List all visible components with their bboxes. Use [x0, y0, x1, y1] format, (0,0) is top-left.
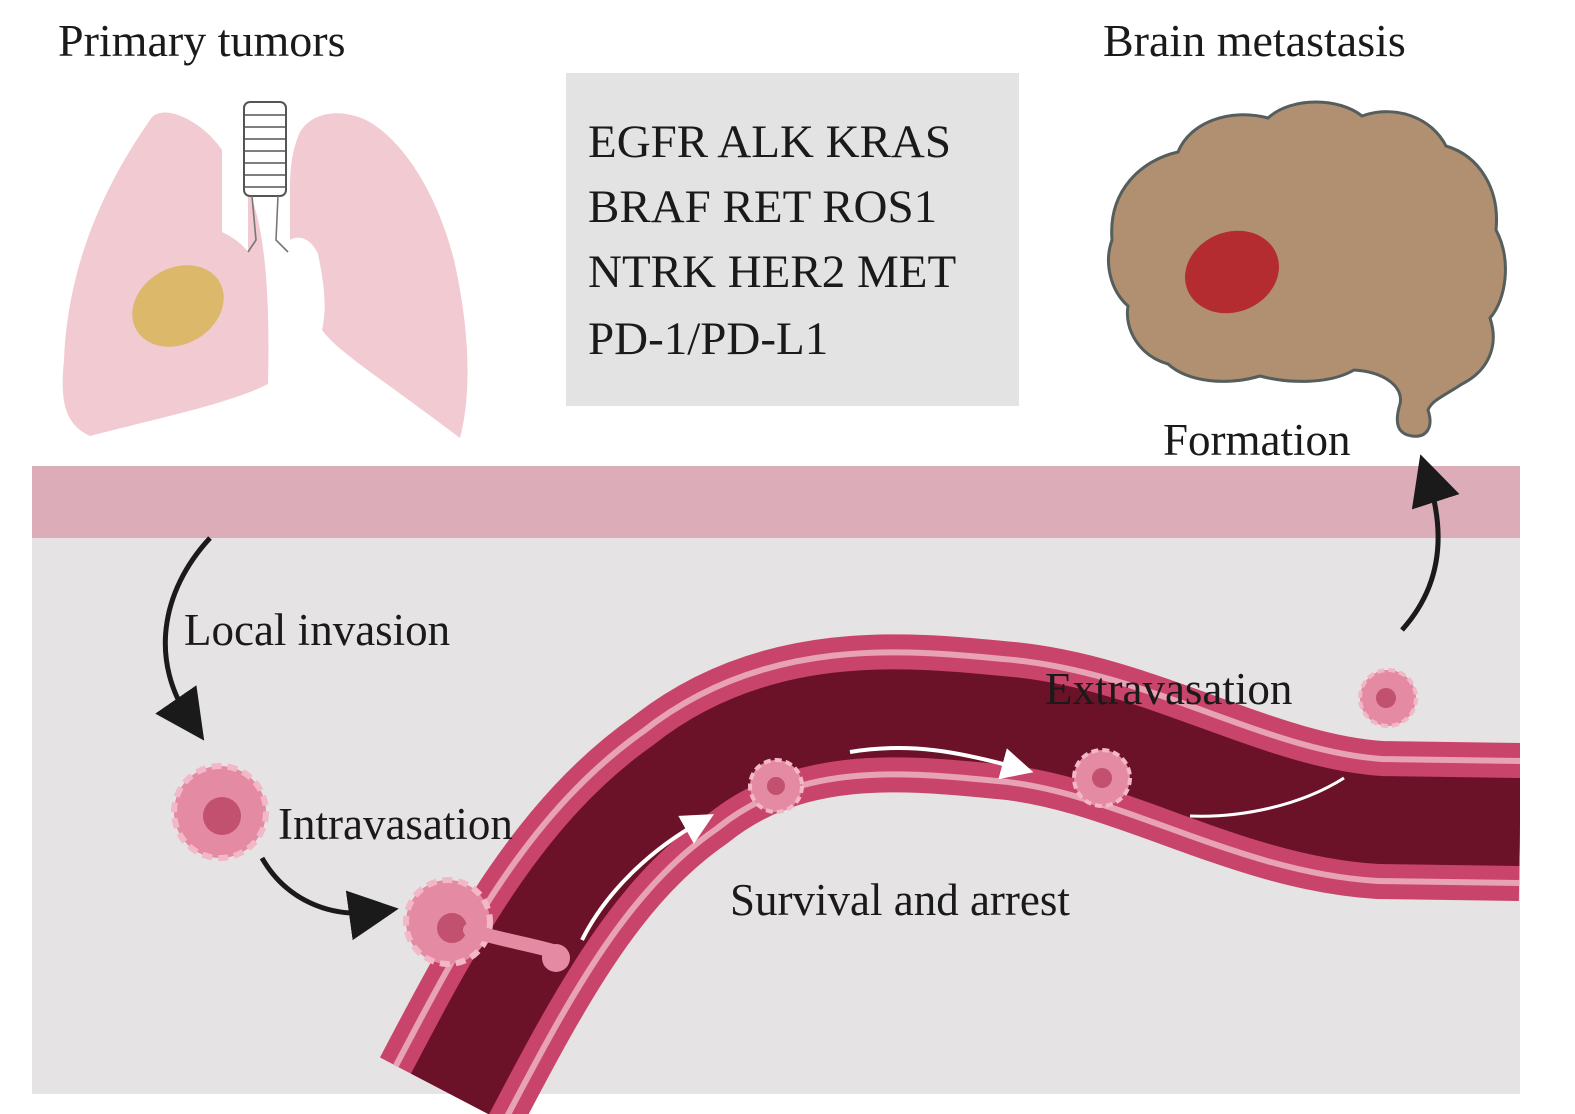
tumor-cell-entering-vessel	[403, 877, 570, 972]
bronchi	[247, 195, 289, 253]
gene-marker-box: EGFR ALK KRAS BRAF RET ROS1 NTRK HER2 ME…	[566, 73, 1019, 406]
gene-line: BRAF RET ROS1	[588, 181, 938, 233]
primary-tumors-title: Primary tumors	[58, 15, 346, 66]
gene-line: NTRK HER2 MET	[588, 246, 957, 298]
tumor-cell-circulating-1	[748, 758, 804, 814]
formation-arrow	[1400, 454, 1460, 632]
gene-line: PD-1/PD-L1	[588, 313, 829, 365]
brain-metastasis-title: Brain metastasis	[1103, 15, 1406, 66]
lungs-illustration	[62, 101, 468, 438]
local-invasion-label: Local invasion	[184, 605, 451, 655]
local-invasion-arrow	[155, 536, 212, 741]
intravasation-arrow	[259, 856, 399, 941]
blood-vessel	[379, 634, 1575, 1114]
vessel-crop	[1520, 700, 1575, 960]
brain-outline	[1107, 100, 1507, 438]
flow-arrow-3	[1189, 776, 1345, 818]
extravasation-label: Extravasation	[1045, 664, 1293, 714]
tumor-cell-intravasation	[171, 763, 269, 861]
membrane-band	[32, 466, 1520, 538]
right-lung	[290, 113, 468, 438]
brain-illustration	[1107, 100, 1507, 438]
brain-tumor	[1185, 230, 1279, 314]
survival-and-arrest-label: Survival and arrest	[730, 875, 1070, 925]
formation-label: Formation	[1163, 415, 1351, 465]
flow-arrow-1	[580, 814, 714, 941]
intravasation-label: Intravasation	[278, 799, 513, 849]
trachea	[243, 101, 287, 197]
tumor-cell-extravasated	[1358, 668, 1418, 728]
lung-tumor	[132, 265, 224, 347]
vessel-lumen	[411, 669, 1521, 1114]
gene-line: EGFR ALK KRAS	[588, 116, 952, 168]
flow-arrow-2	[849, 746, 1034, 780]
tumor-cell-circulating-2	[1072, 748, 1132, 808]
